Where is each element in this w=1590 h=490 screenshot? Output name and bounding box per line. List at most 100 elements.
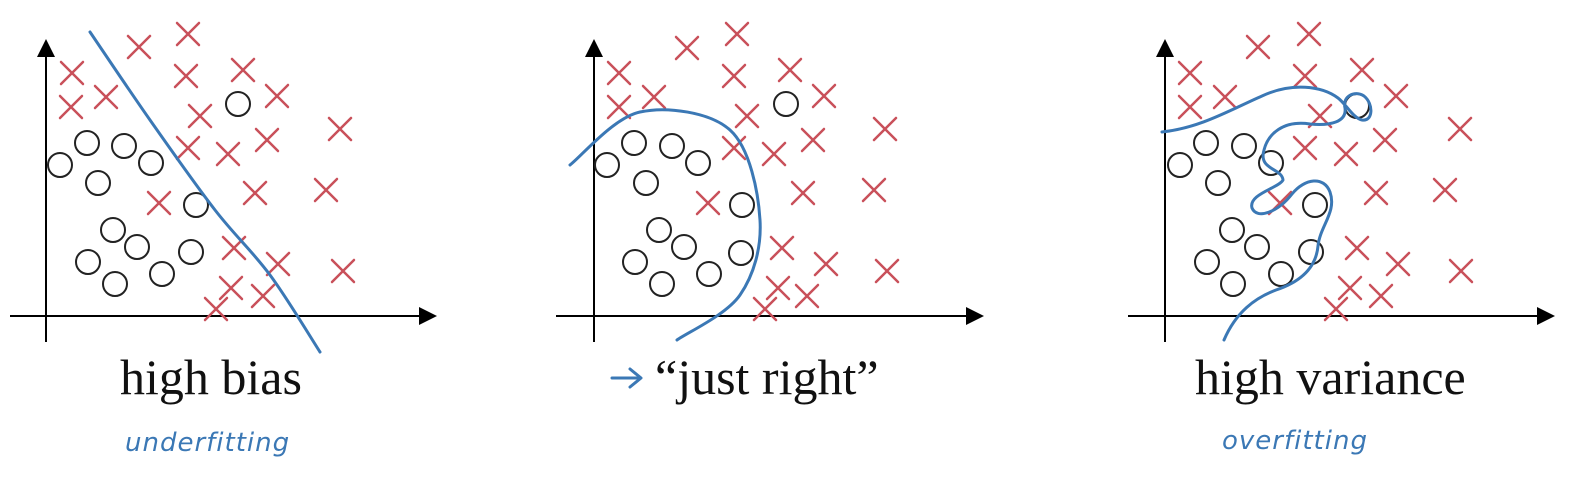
high-variance-decision-boundary xyxy=(1160,85,1373,342)
cross-point xyxy=(250,283,276,309)
circle-point xyxy=(85,170,111,196)
cross-point xyxy=(1344,235,1370,261)
circle-point xyxy=(633,170,659,196)
cross-point xyxy=(1363,180,1389,206)
cross-point xyxy=(173,63,199,89)
circle-point xyxy=(1193,130,1219,156)
cross-point xyxy=(1177,94,1203,120)
cross-point xyxy=(59,60,85,86)
circle-point xyxy=(102,271,128,297)
cross-point xyxy=(175,21,201,47)
panel-high-bias-points xyxy=(47,21,356,322)
high-bias-decision-boundary xyxy=(88,30,322,354)
cross-point xyxy=(313,177,339,203)
circle-point xyxy=(111,133,137,159)
cross-point xyxy=(695,190,721,216)
panel-high-bias-axes xyxy=(10,39,437,342)
circle-point xyxy=(1205,170,1231,196)
circle-point xyxy=(1219,217,1245,243)
cross-point xyxy=(641,84,667,110)
cross-point xyxy=(175,135,201,161)
cross-point xyxy=(242,180,268,206)
circle-point xyxy=(729,192,755,218)
cross-point xyxy=(264,83,290,109)
cross-point xyxy=(330,258,356,284)
circle-point xyxy=(75,249,101,275)
panel-label-high-variance: high variance xyxy=(1195,349,1466,405)
cross-point xyxy=(327,116,353,142)
cross-point xyxy=(1323,296,1349,322)
circle-point xyxy=(649,271,675,297)
cross-point xyxy=(1432,177,1458,203)
circle-point xyxy=(225,91,251,117)
cross-point xyxy=(1292,63,1318,89)
handwritten-note-overfitting: overfitting xyxy=(1222,426,1368,456)
cross-point xyxy=(721,135,747,161)
circle-point xyxy=(621,130,647,156)
cross-point xyxy=(674,35,700,61)
cross-point xyxy=(606,94,632,120)
cross-point xyxy=(215,141,241,167)
cross-point xyxy=(1292,135,1318,161)
cross-point xyxy=(777,57,803,83)
cross-point xyxy=(203,296,229,322)
cross-point xyxy=(1448,258,1474,284)
circle-point xyxy=(685,150,711,176)
cross-point xyxy=(800,127,826,153)
circle-point xyxy=(1231,133,1257,159)
panel-high-variance-points xyxy=(1167,21,1474,322)
cross-point xyxy=(794,283,820,309)
cross-point xyxy=(187,103,213,129)
circle-point xyxy=(178,239,204,265)
cross-point xyxy=(254,127,280,153)
cross-point xyxy=(1337,275,1363,301)
cross-point xyxy=(1383,83,1409,109)
cross-point xyxy=(790,180,816,206)
cross-point xyxy=(874,258,900,284)
circle-point xyxy=(671,234,697,260)
circle-point xyxy=(659,133,685,159)
cross-point xyxy=(724,21,750,47)
cross-point xyxy=(1296,21,1322,47)
circle-point xyxy=(183,192,209,218)
circle-point xyxy=(594,152,620,178)
circle-point xyxy=(1258,150,1284,176)
cross-point xyxy=(606,60,632,86)
cross-point xyxy=(765,275,791,301)
cross-point xyxy=(721,63,747,89)
panel-high-variance-axes xyxy=(1128,39,1555,342)
circle-point xyxy=(1194,249,1220,275)
circle-point xyxy=(100,217,126,243)
cross-point xyxy=(1447,116,1473,142)
just-right-decision-boundary xyxy=(568,108,762,342)
cross-point xyxy=(1245,34,1271,60)
circle-point xyxy=(696,261,722,287)
circle-point xyxy=(124,234,150,260)
circle-point xyxy=(1302,192,1328,218)
cross-point xyxy=(752,296,778,322)
circle-point xyxy=(47,152,73,178)
cross-point xyxy=(146,190,172,216)
cross-point xyxy=(1333,141,1359,167)
cross-point xyxy=(230,57,256,83)
cross-point xyxy=(761,141,787,167)
cross-point xyxy=(218,275,244,301)
cross-point xyxy=(769,235,795,261)
cross-point xyxy=(126,34,152,60)
panel-label-just-right: “just right” xyxy=(655,349,879,405)
panel-just-right-points xyxy=(594,21,900,322)
cross-point xyxy=(1368,283,1394,309)
cross-point xyxy=(811,83,837,109)
circle-point xyxy=(74,130,100,156)
circle-point xyxy=(149,261,175,287)
cross-point xyxy=(1385,251,1411,277)
circle-point xyxy=(773,91,799,117)
circle-point xyxy=(1268,261,1294,287)
circle-point xyxy=(646,217,672,243)
cross-point xyxy=(93,84,119,110)
cross-point xyxy=(1177,60,1203,86)
arrow-annotation-icon xyxy=(610,367,643,389)
circle-point xyxy=(1244,234,1270,260)
cross-point xyxy=(265,251,291,277)
